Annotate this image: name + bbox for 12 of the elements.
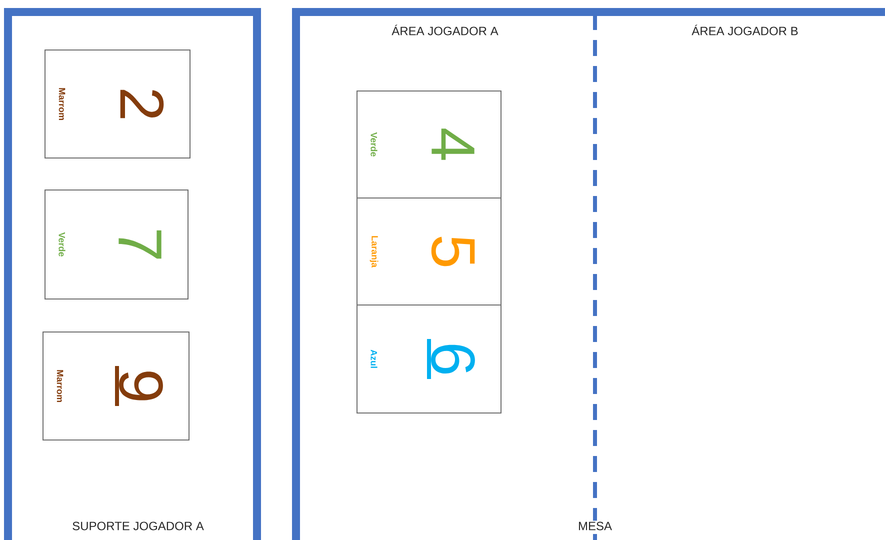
card: 4 Verde [356,90,502,198]
area-label: ÁREA JOGADOR B [692,24,798,36]
panel [4,8,261,540]
card: 5 Laranja [356,198,502,306]
area-label: ÁREA JOGADOR A [392,24,498,36]
card: 2 Marrom [44,50,190,158]
card: 7 Verde [44,190,188,300]
panel-label: SUPORTE JOGADOR A [71,520,205,532]
panel [292,8,885,540]
card: 9 Marrom [42,332,190,440]
panel-label: MESA [577,520,613,532]
card: 6 Azul [356,304,502,414]
